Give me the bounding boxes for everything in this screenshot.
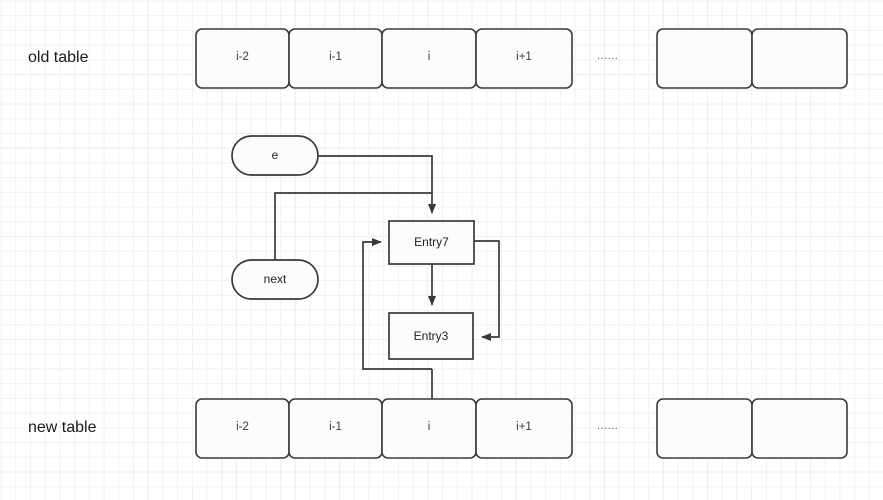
old-table-cell-i-plus-1[interactable] [475,28,573,89]
node-next-shape[interactable] [231,259,319,300]
new-table-cell-i-plus-1[interactable] [475,398,573,459]
connector-layer [274,155,500,399]
old-table-cell-i-2-label: i-2 [236,51,249,63]
connector-next-to-entry7 [274,192,432,260]
old-table-cell-i-label: i [427,51,431,63]
new-table-group [195,398,848,459]
old-table-cell-i-1-label: i-1 [329,51,342,63]
connector-entry3-back-to-entry7 [362,238,432,370]
new-table-cell-i-label: i [427,421,431,433]
node-e-label: e [271,148,279,162]
node-shape-layer [231,135,475,360]
node-entry3-label: Entry3 [413,329,449,343]
old-table-label: old table [28,49,89,66]
connector-e-to-entry7 [318,155,436,214]
node-entry3-shape[interactable] [388,312,474,360]
node-next-label: next [263,272,287,286]
old-table-ellipsis: ...... [597,50,619,62]
new-table-tail-cell-1[interactable] [656,398,753,459]
new-table-label: new table [28,419,97,436]
connector-entry7-right-to-entry3 [474,240,500,341]
old-table-tail-cell-2[interactable] [751,28,848,89]
old-table-group [195,28,848,89]
old-table-tail-cell-1[interactable] [656,28,753,89]
new-table-tail-cell-2[interactable] [751,398,848,459]
new-table-ellipsis: ...... [597,420,619,432]
node-entry7-label: Entry7 [414,235,449,249]
old-table-cell-i-plus-1-label: i+1 [516,51,532,63]
node-e-shape[interactable] [231,135,319,176]
new-table-cell-i-1-label: i-1 [329,421,342,433]
node-entry7-shape[interactable] [388,220,475,265]
new-table-cell-i-plus-1-label: i+1 [516,421,532,433]
new-table-cell-i-2-label: i-2 [236,421,249,433]
